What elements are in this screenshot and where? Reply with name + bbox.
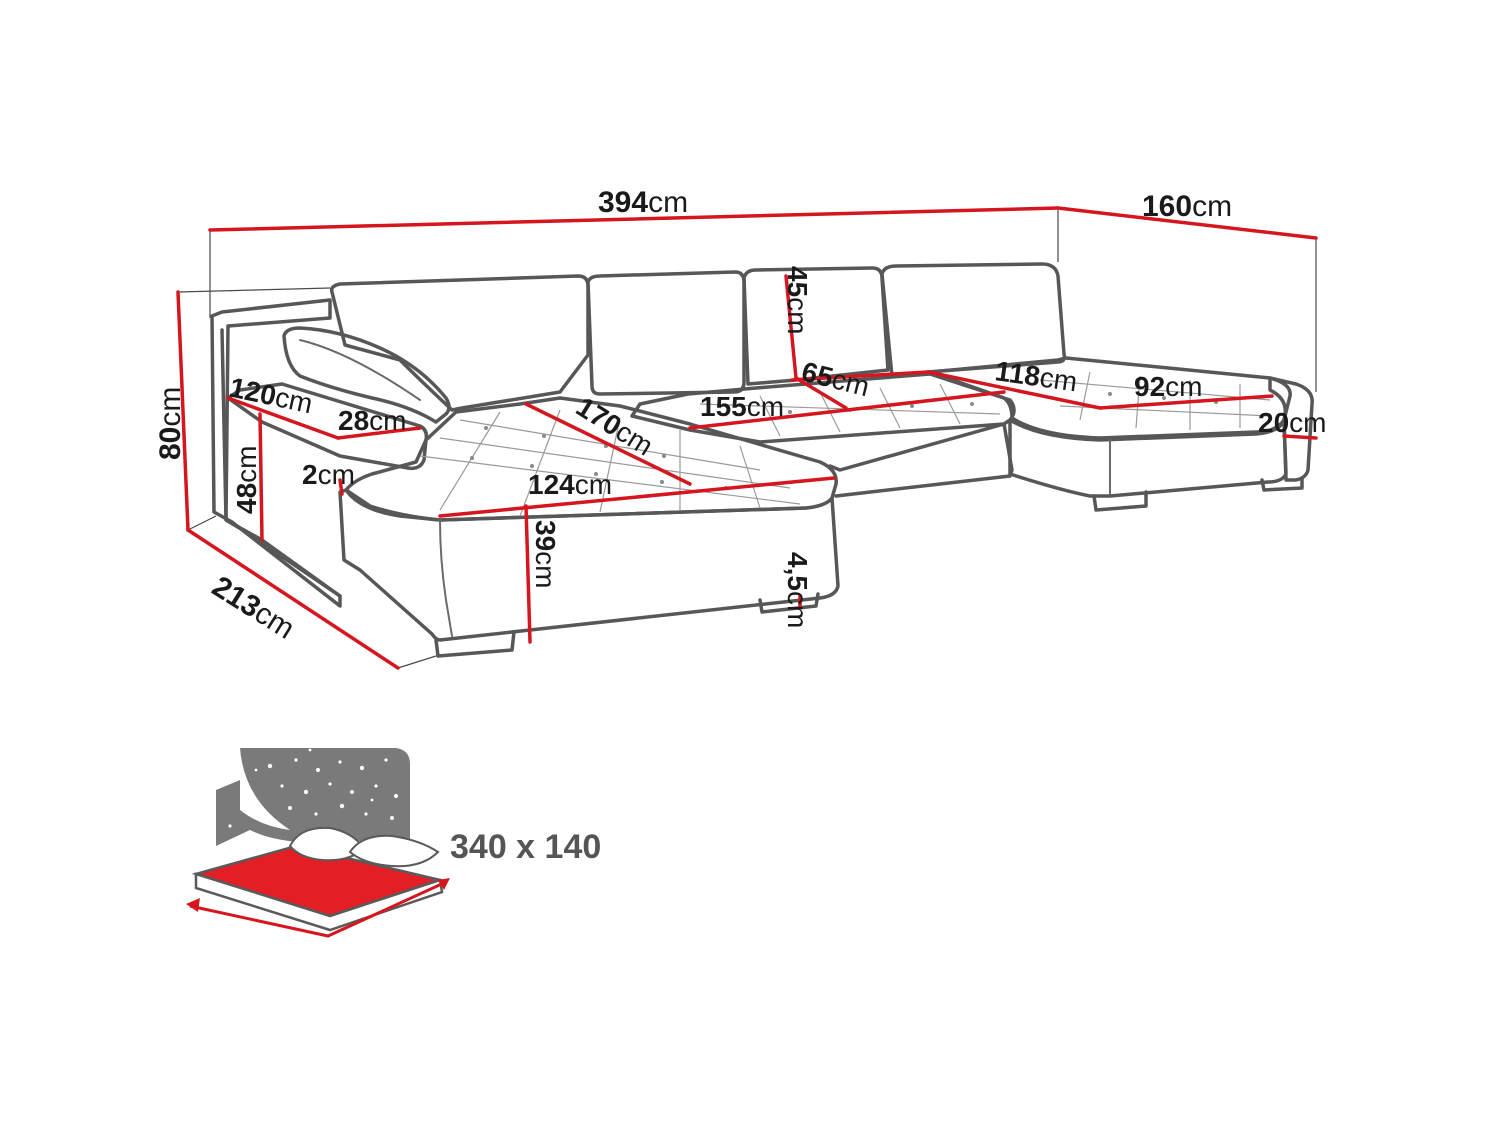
stars [228,748,398,828]
dim-line-28 [336,426,422,440]
back-cushion-2 [586,270,746,396]
pillow-2 [348,834,440,868]
dim-line-118 [926,370,1102,410]
left-foot-2 [758,592,820,614]
dim-line-45 [784,274,798,380]
label-height: 80cm [154,387,187,460]
dim-line-213 [186,528,400,670]
label-armrest-offset: 2cm [302,459,355,490]
center-seat-tufting [699,383,1001,437]
label-leg-height: 4,5cm [782,552,813,628]
label-center-seat-depth: 65cm [799,356,873,403]
decorative-pillow [282,326,451,424]
label-armrest-height: 48cm [231,446,262,514]
label-seat-width-left: 124cm [528,469,612,500]
label-right-seat-thickness: 20cm [1258,407,1326,438]
left-seat-cushion-edge [439,519,453,637]
left-foot-1 [434,630,516,658]
extension-lines [177,210,1317,669]
dim-line-92 [1098,394,1274,410]
label-right-seat-width: 92cm [1134,371,1202,402]
center-seat-front [828,422,1014,498]
dim-line-170 [524,402,692,486]
dim-line-160 [1056,206,1318,240]
dim-line-80 [176,290,190,532]
dimension-labels: 394cm 160cm 80cm 120cm 28cm 48cm 2cm 213… [154,186,1326,646]
bed-with-stars-icon [186,748,450,938]
mattress-side [194,872,444,932]
bed-length-arrow [189,880,447,938]
dim-line-2 [338,478,344,496]
label-armrest-width: 28cm [338,405,406,436]
pillow-crease [299,339,421,401]
center-seat-top [630,372,1016,444]
moon-crescent [240,748,290,830]
label-center-seat-width: 155cm [700,391,784,422]
left-seat-tufting [419,409,801,517]
sleeping-area-label: 340 x 140 [450,828,601,866]
dimension-lines [176,206,1318,670]
label-left-depth: 213cm [206,570,300,646]
left-seat-front [338,488,840,642]
label-right-seat-length: 118cm [993,355,1079,397]
dim-line-48 [258,412,264,542]
dim-line-155 [688,390,1006,430]
label-total-width: 394cm [598,186,688,219]
dim-line-394 [208,206,1060,232]
dim-line-124 [438,476,836,518]
arrow-head-right [438,878,450,890]
label-seat-height: 39cm [530,520,561,588]
label-chaise-depth: 160cm [1142,190,1232,223]
dim-line-65 [790,370,930,410]
right-foot-1 [1092,490,1148,512]
sofa-drawing [210,262,1314,658]
label-backrest-height: 45cm [782,266,813,334]
back-cushion-4 [880,262,1067,378]
arrow-head-left [186,898,200,912]
right-seat-top [928,356,1292,440]
dim-line-20 [1282,434,1318,440]
dim-line-120 [226,396,340,440]
dim-line-39 [524,504,532,644]
right-foot-2 [1260,476,1304,492]
left-armrest-side [220,328,342,598]
